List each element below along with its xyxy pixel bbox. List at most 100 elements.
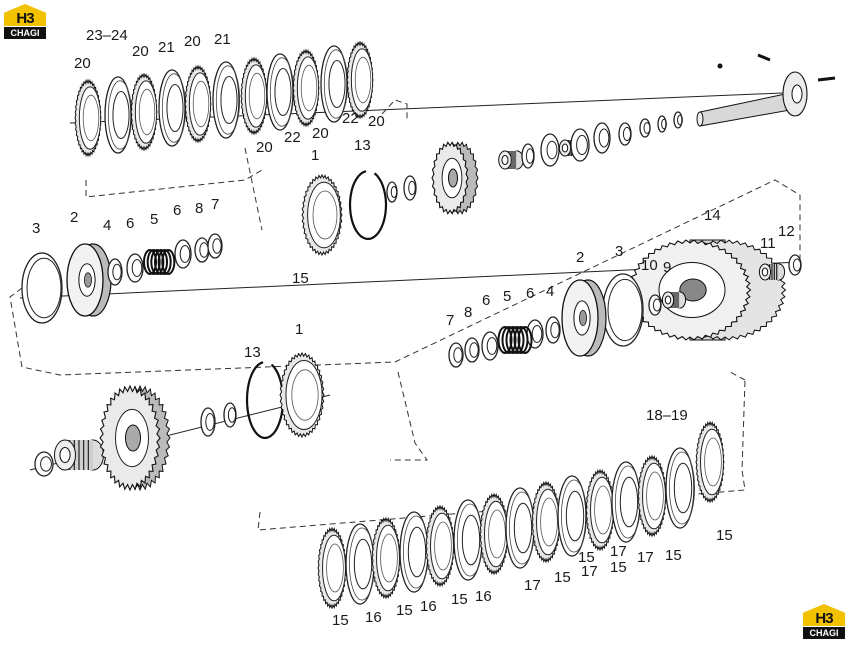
part-label-p15h: 15 <box>396 602 413 619</box>
part-label-p4a: 4 <box>103 217 111 234</box>
part-label-p6b: 6 <box>173 202 181 219</box>
logo-mark: H3 <box>4 4 46 26</box>
lower-needle-bearing <box>54 439 104 471</box>
part-label-p5a: 5 <box>150 211 158 228</box>
part-label-p13a: 13 <box>354 137 371 154</box>
part-label-p15c: 15 <box>554 569 571 586</box>
top-clutch-disc-7 <box>240 56 268 136</box>
bottom-clutch-disc-11 <box>585 468 615 552</box>
part-label-p9: 9 <box>663 259 671 276</box>
lower-ring-b <box>200 407 216 437</box>
bottom-clutch-disc-2 <box>345 523 375 605</box>
top-clutch-disc-11 <box>346 40 374 120</box>
part-label-p20b: 20 <box>132 43 149 60</box>
left-ring-6a <box>126 253 144 283</box>
part-label-p17c: 17 <box>637 549 654 566</box>
bottom-clutch-disc-13 <box>637 454 667 538</box>
part-label-p22b: 22 <box>342 110 359 127</box>
upper-axis-ring-i <box>657 115 667 133</box>
part-label-p1b: 1 <box>295 321 303 338</box>
brand-logo-top-left: H3 CHAGI <box>0 0 50 46</box>
brand-logo-bottom-right: H3 CHAGI <box>799 600 849 646</box>
bottom-clutch-disc-5 <box>425 504 455 588</box>
lower-sun-gear <box>99 384 171 492</box>
part-label-p15f: 15 <box>578 549 595 566</box>
part-label-p6c: 6 <box>526 285 534 302</box>
upper-axis-ring-j <box>673 111 683 129</box>
lower-end-plate-1 <box>279 351 325 439</box>
right-bearing-9 <box>661 291 687 309</box>
part-label-p21a: 21 <box>158 39 175 56</box>
top-clutch-disc-5 <box>184 64 212 144</box>
upper-axis-ring-g <box>618 122 632 146</box>
top-clutch-disc-10 <box>320 45 349 123</box>
part-label-p3b: 3 <box>615 243 623 260</box>
lower-ring-c <box>223 402 237 428</box>
part-label-p20e: 20 <box>312 125 329 142</box>
top-clutch-disc-2 <box>104 76 133 154</box>
bottom-clutch-disc-15 <box>695 420 725 504</box>
bottom-clutch-disc-10 <box>557 475 588 557</box>
part-label-p6d: 6 <box>482 292 490 309</box>
part-label-p8a: 8 <box>195 200 203 217</box>
lower-ring-a <box>34 451 54 477</box>
part-label-p7b: 7 <box>446 312 454 329</box>
part-label-p15a: 15 <box>292 270 309 287</box>
part-label-p11: 11 <box>760 235 776 252</box>
part-label-p15e: 15 <box>665 547 682 564</box>
upper-snap-ring-13 <box>348 170 388 241</box>
right-bearing-11 <box>758 263 786 281</box>
bottom-clutch-disc-12 <box>611 461 642 543</box>
bottom-clutch-disc-7 <box>479 492 509 576</box>
part-label-p16a: 16 <box>365 609 382 626</box>
upper-axis-ring-e <box>570 128 590 162</box>
part-label-p4b: 4 <box>546 283 554 300</box>
parts-layer <box>21 40 836 610</box>
part-label-p5b: 5 <box>503 288 511 305</box>
bottom-clutch-disc-1 <box>317 526 347 610</box>
part-label-p20a: 20 <box>74 55 91 72</box>
part-label-p15b: 15 <box>716 527 733 544</box>
top-clutch-disc-4 <box>158 69 187 147</box>
right-ring-10 <box>648 294 662 316</box>
part-label-p1819: 18–19 <box>646 407 688 424</box>
upper-sun-gear <box>431 141 479 215</box>
part-label-p12: 12 <box>778 223 795 240</box>
right-ring-6b <box>481 331 499 361</box>
output-shaft <box>696 53 836 127</box>
lower-snap-ring-13 <box>245 361 285 440</box>
top-clutch-disc-6 <box>212 61 241 139</box>
bottom-clutch-disc-9 <box>531 480 561 564</box>
part-label-p2324: 23–24 <box>86 27 128 44</box>
part-label-p6a: 6 <box>126 215 134 232</box>
part-label-p17b: 17 <box>581 563 598 580</box>
bottom-clutch-disc-14 <box>665 447 696 529</box>
upper-axis-ring-b <box>386 181 398 203</box>
logo-mark: H3 <box>803 604 845 626</box>
bottom-clutch-disc-6 <box>453 499 483 581</box>
part-label-p1a: 1 <box>311 147 319 164</box>
part-label-p22a: 22 <box>284 129 301 146</box>
upper-axis-ring-h <box>639 118 651 138</box>
part-label-p10: 10 <box>641 257 658 274</box>
left-piston-2 <box>66 243 112 317</box>
part-label-p21b: 21 <box>214 31 231 48</box>
part-label-p15g: 15 <box>332 612 349 629</box>
left-ring-7 <box>207 233 223 259</box>
part-label-p16b: 16 <box>420 598 437 615</box>
right-ring-7 <box>448 342 464 368</box>
part-label-p14: 14 <box>704 207 721 224</box>
upper-axis-ring-c <box>521 143 535 169</box>
bottom-clutch-disc-8 <box>505 487 535 569</box>
right-spring-5 <box>497 326 533 354</box>
logo-wordmark: CHAGI <box>803 627 845 639</box>
clutch-drum-14 <box>628 239 787 341</box>
upper-axis-ring-a <box>403 175 417 201</box>
part-label-p17a: 17 <box>524 577 541 594</box>
top-clutch-disc-8 <box>266 53 295 131</box>
right-ring-12 <box>788 254 802 276</box>
top-clutch-disc-3 <box>130 72 158 152</box>
part-label-p20c: 20 <box>184 33 201 50</box>
